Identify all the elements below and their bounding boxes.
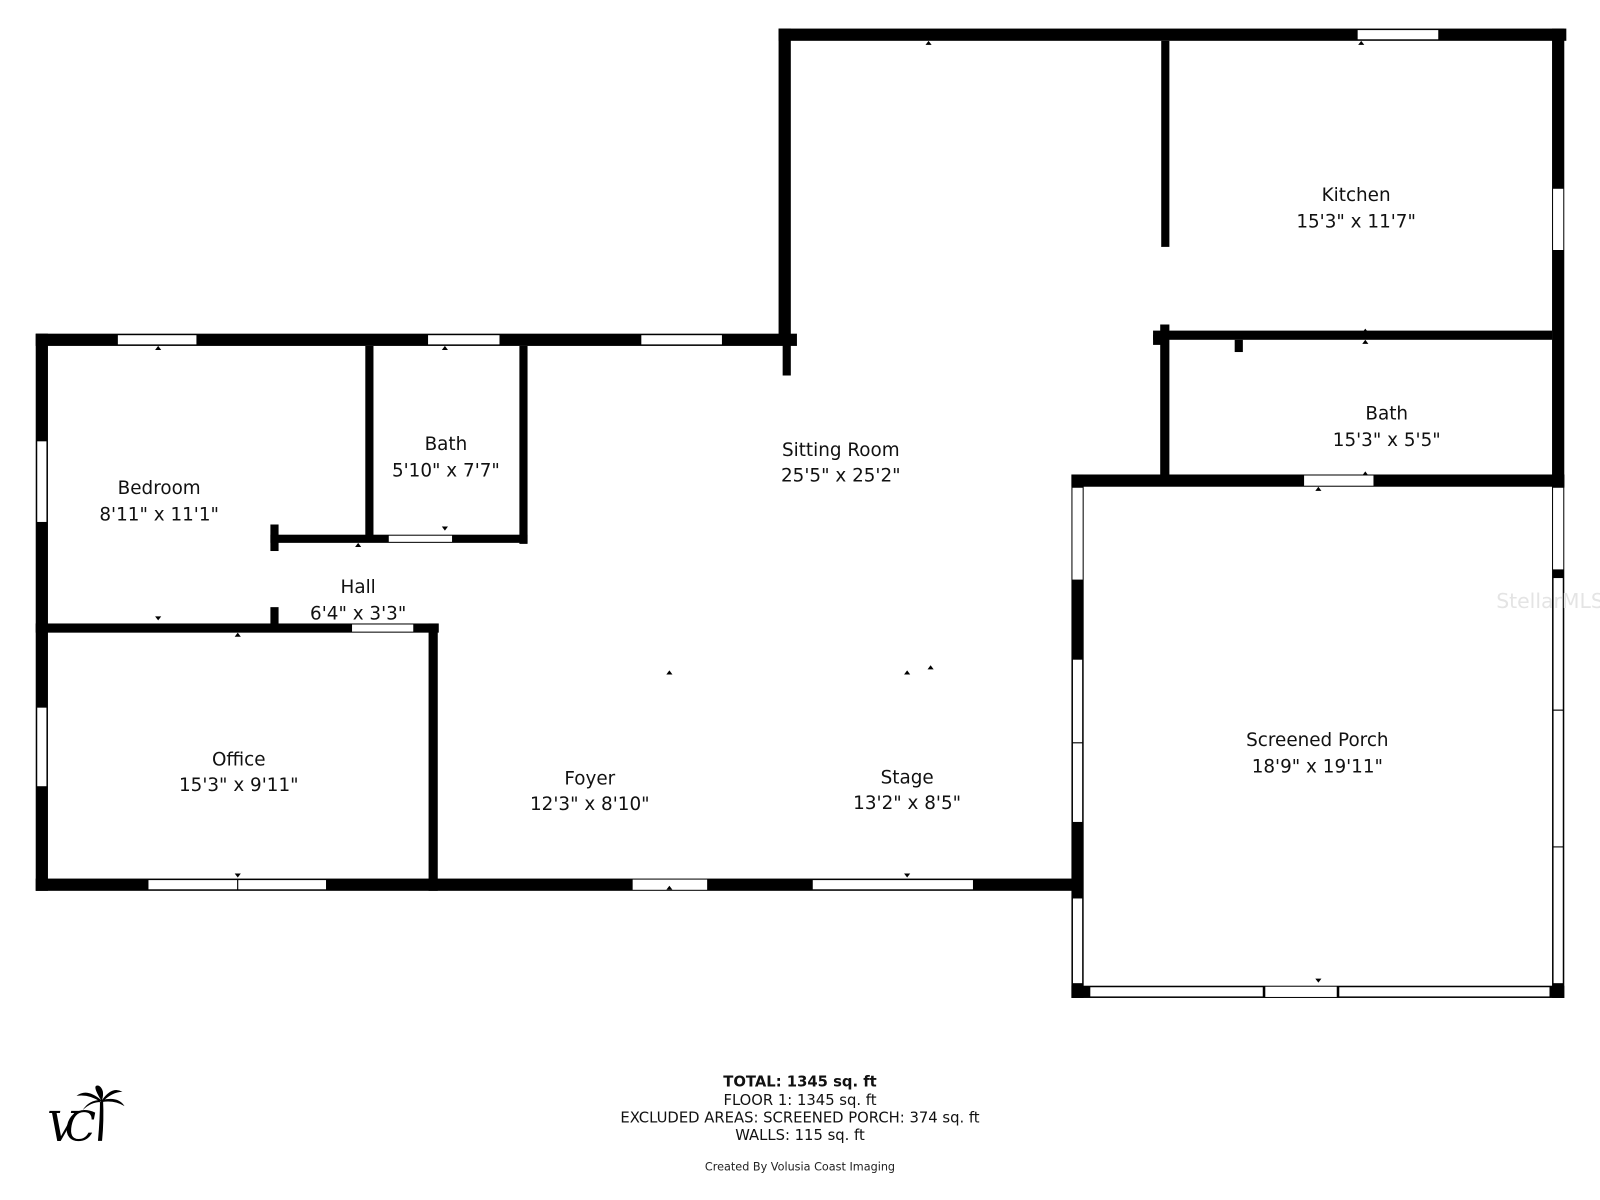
svg-text:FLOOR 1: 1345 sq. ft: FLOOR 1: 1345 sq. ft (723, 1092, 876, 1109)
svg-text:Kitchen: Kitchen (1322, 185, 1391, 206)
palm-tree-icon (76, 1085, 125, 1141)
svg-text:12'3" x 8'10": 12'3" x 8'10" (530, 794, 650, 815)
watermark: StellarMLS (1496, 589, 1600, 613)
room-sitting-room: Sitting Room 25'5" x 25'2" (781, 440, 901, 487)
svg-text:Bedroom: Bedroom (118, 478, 201, 499)
svg-text:WALLS: 115 sq. ft: WALLS: 115 sq. ft (735, 1127, 865, 1144)
room-stage: Stage 13'2" x 8'5" (853, 768, 961, 815)
wall-markers (155, 40, 1369, 983)
svg-text:5'10" x 7'7": 5'10" x 7'7" (392, 461, 500, 482)
svg-text:Foyer: Foyer (564, 769, 615, 790)
svg-text:Sitting Room: Sitting Room (782, 440, 900, 461)
room-labels: Kitchen 15'3" x 11'7" Bath 15'3" x 5'5" Si… (99, 185, 1440, 815)
svg-text:TOTAL: 1345 sq. ft: TOTAL: 1345 sq. ft (723, 1074, 876, 1091)
area-summary: TOTAL: 1345 sq. ft FLOOR 1: 1345 sq. ft … (620, 1074, 979, 1174)
svg-text:Screened Porch: Screened Porch (1246, 730, 1388, 751)
svg-text:Hall: Hall (341, 577, 376, 598)
svg-text:VC: VC (47, 1103, 96, 1151)
walls (35, 28, 1567, 998)
svg-text:25'5" x 25'2": 25'5" x 25'2" (781, 466, 901, 487)
svg-text:Bath: Bath (425, 434, 468, 455)
svg-text:13'2" x 8'5": 13'2" x 8'5" (853, 793, 961, 814)
room-bath-east: Bath 15'3" x 5'5" (1333, 403, 1441, 451)
room-foyer: Foyer 12'3" x 8'10" (530, 769, 650, 816)
svg-text:EXCLUDED AREAS: SCREENED PORCH: EXCLUDED AREAS: SCREENED PORCH: 374 sq. … (620, 1109, 979, 1126)
room-hall: Hall 6'4" x 3'3" (310, 577, 406, 625)
vci-logo: VC (47, 1085, 125, 1151)
svg-text:Bath: Bath (1365, 403, 1408, 424)
room-screened-porch: Screened Porch 18'9" x 19'11" (1246, 730, 1388, 778)
svg-text:15'3" x 9'11": 15'3" x 9'11" (179, 775, 299, 796)
svg-text:18'9" x 19'11": 18'9" x 19'11" (1252, 756, 1383, 777)
svg-text:15'3" x 11'7": 15'3" x 11'7" (1296, 212, 1416, 233)
svg-text:Created By Volusia Coast Imagi: Created By Volusia Coast Imaging (705, 1160, 895, 1173)
room-bath-west: Bath 5'10" x 7'7" (392, 434, 500, 482)
room-office: Office 15'3" x 9'11" (179, 749, 299, 796)
svg-text:15'3" x 5'5": 15'3" x 5'5" (1333, 430, 1441, 451)
openings (36, 29, 1564, 998)
svg-text:Office: Office (212, 749, 266, 770)
svg-text:6'4" x 3'3": 6'4" x 3'3" (310, 603, 406, 624)
svg-text:8'11" x 11'1": 8'11" x 11'1" (99, 504, 219, 525)
room-kitchen: Kitchen 15'3" x 11'7" (1296, 185, 1416, 233)
room-bedroom: Bedroom 8'11" x 11'1" (99, 478, 219, 526)
svg-text:Stage: Stage (881, 768, 934, 789)
